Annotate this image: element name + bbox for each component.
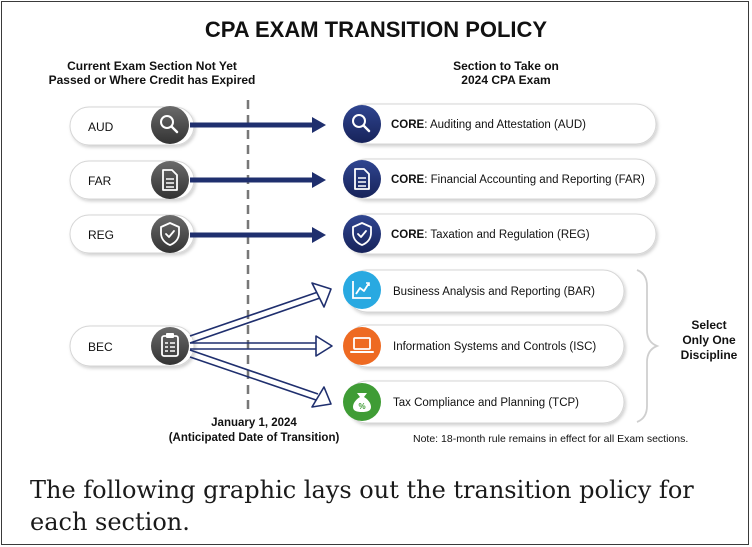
document-icon [343,160,381,198]
left-pill-label-aud: AUD [88,120,114,134]
side-note-line3: Discipline [681,348,738,362]
arrow-far-head [312,172,326,188]
right-pill-text-reg: CORE: Taxation and Regulation (REG) [391,229,590,241]
right-header-line2: 2024 CPA Exam [461,73,550,87]
right-pill-text-aud: CORE: Auditing and Attestation (AUD) [391,119,586,131]
footnote: Note: 18-month rule remains in effect fo… [413,433,688,445]
document-icon [151,161,189,199]
shield-check-icon [151,215,189,253]
discipline-bracket [636,269,660,423]
left-pill-label-bec: BEC [88,340,113,354]
arrow-bec-to-bar [189,282,332,344]
arrow-bec-to-isc [190,335,333,357]
search-icon [343,105,381,143]
discipline-text-bar: Business Analysis and Reporting (BAR) [393,286,595,298]
left-header-line2: Passed or Where Credit has Expired [49,73,256,87]
left-pill-label-far: FAR [88,174,112,188]
money-bag-icon: % [343,383,381,421]
shield-check-icon [343,215,381,253]
transition-diagram: CPA EXAM TRANSITION POLICY Current Exam … [49,17,738,445]
caption-text: The following graphic lays out the trans… [30,476,694,536]
left-pill-label-reg: REG [88,228,114,242]
laptop-icon [343,327,381,365]
svg-text:%: % [358,402,365,411]
arrow-aud-head [312,117,326,133]
discipline-text-isc: Information Systems and Controls (ISC) [393,341,596,353]
search-icon [151,106,189,144]
right-header-line1: Section to Take on [453,59,559,73]
side-note-line2: Only One [682,333,736,347]
right-pill-text-far: CORE: Financial Accounting and Reporting… [391,174,645,186]
side-note-line1: Select [691,318,726,332]
left-header-line1: Current Exam Section Not Yet [67,59,237,73]
discipline-text-tcp: Tax Compliance and Planning (TCP) [393,397,579,409]
diagram-title: CPA EXAM TRANSITION POLICY [205,17,548,42]
arrow-reg-head [312,227,326,243]
clipboard-icon [151,327,189,365]
chart-icon [343,271,381,309]
date-label-line2: (Anticipated Date of Transition) [169,432,340,444]
date-label-line1: January 1, 2024 [211,417,297,429]
arrow-bec-to-tcp [189,349,332,408]
